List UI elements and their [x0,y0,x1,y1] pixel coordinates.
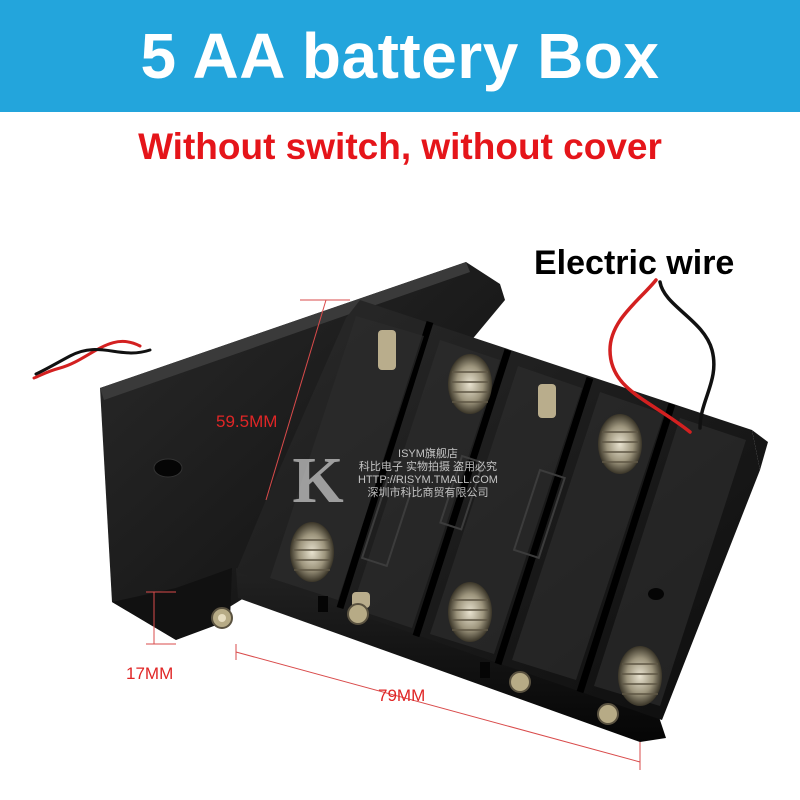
length-dimension-label: 79MM [378,686,426,705]
watermark-line: 深圳市科比商贸有限公司 [367,487,489,499]
battery-springs [290,354,662,706]
watermark: ISYM旗舰店 科比电子 实物拍摄 盗用必究 HTTP://RISYM.TMAL… [358,448,498,500]
height-dimension-label: 17MM [126,664,174,683]
watermark-line: ISYM旗舰店 [398,448,458,460]
dimension-lines [146,299,641,770]
side-rivets [347,603,619,725]
watermark-line: HTTP://RISYM.TMALL.COM [358,474,498,486]
watermark-logo: K [292,444,344,517]
banner-title: 5 AA battery Box [140,20,660,92]
width-dimension-label: 59.5MM [216,412,278,431]
electric-wire-label: Electric wire [534,244,735,282]
subtitle: Without switch, without cover [138,126,662,167]
title-banner: 5 AA battery Box [0,0,800,112]
watermark-line: 科比电子 实物拍摄 盗用必究 [358,461,498,473]
front-box-wires [608,278,716,434]
back-box-wires [32,339,152,380]
front-battery-box [236,300,768,742]
